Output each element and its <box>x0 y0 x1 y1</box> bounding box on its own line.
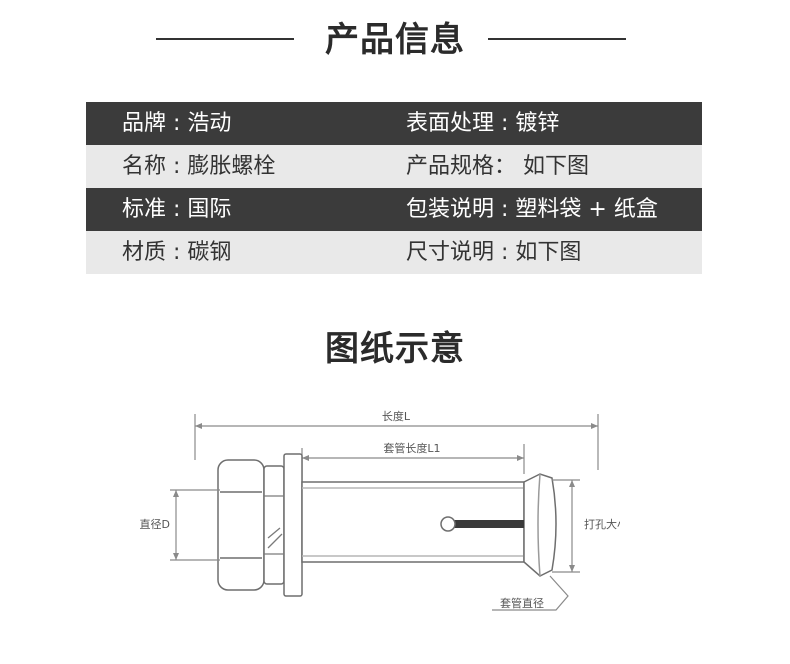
product-info-table: 品牌 : 浩动 表面处理 : 镀锌 名称 : 膨胀螺栓 产品规格： 如下图 标准… <box>86 102 702 274</box>
info-name: 名称 : 膨胀螺栓 <box>122 154 276 179</box>
info-surface-treatment: 表面处理 : 镀锌 <box>406 111 560 136</box>
diameter-label: 直径D <box>140 517 170 531</box>
info-specification: 产品规格： 如下图 <box>406 154 589 179</box>
sleeve-length-label: 套管长度L1 <box>383 441 440 455</box>
header-divider-right <box>488 38 626 40</box>
info-brand: 品牌 : 浩动 <box>122 111 232 136</box>
info-row: 材质 : 碳钢 尺寸说明 : 如下图 <box>86 231 702 274</box>
length-label: 长度L <box>382 409 411 423</box>
info-material: 材质 : 碳钢 <box>122 240 232 265</box>
diagram-title: 图纸示意 <box>325 329 465 369</box>
bolt-diagram: 长度L 套管长度L1 直径D 打孔大小 套管直径 <box>140 409 620 611</box>
header-divider-left <box>156 38 294 40</box>
info-packaging: 包装说明 : 塑料袋 + 纸盒 <box>406 197 658 222</box>
sleeve-slot <box>440 516 524 532</box>
page-title: 产品信息 <box>325 20 465 60</box>
washer <box>283 453 303 597</box>
sleeve-diameter-label: 套管直径 <box>500 596 544 610</box>
info-row: 标准 : 国际 包装说明 : 塑料袋 + 纸盒 <box>86 188 702 231</box>
info-dimensions: 尺寸说明 : 如下图 <box>406 240 582 265</box>
info-row: 品牌 : 浩动 表面处理 : 镀锌 <box>86 102 702 145</box>
info-standard: 标准 : 国际 <box>122 197 232 222</box>
nut <box>217 459 285 591</box>
hole-size-label: 打孔大小 <box>584 517 620 531</box>
info-row: 名称 : 膨胀螺栓 产品规格： 如下图 <box>86 145 702 188</box>
cone-head <box>523 473 557 577</box>
product-info-header: 产品信息 <box>0 12 790 68</box>
